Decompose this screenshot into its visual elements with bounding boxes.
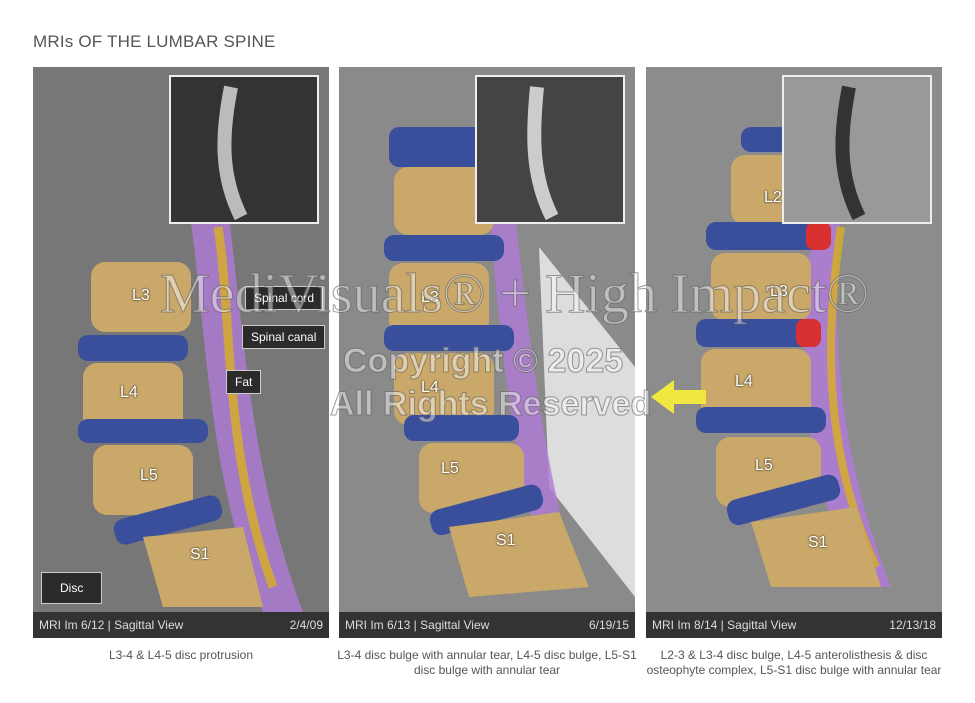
page-title: MRIs OF THE LUMBAR SPINE bbox=[33, 32, 276, 51]
vertebra-label: L2 bbox=[764, 189, 782, 206]
vertebra-label: S1 bbox=[496, 532, 516, 549]
panel-description-2: L3-4 disc bulge with annular tear, L4-5 … bbox=[337, 648, 637, 677]
caption-bar-3: MRI Im 8/14 | Sagittal View 12/13/18 bbox=[646, 612, 942, 638]
vertebra-label: L3 bbox=[421, 289, 439, 306]
caption-bar-2: MRI Im 6/13 | Sagittal View 6/19/15 bbox=[339, 612, 635, 638]
vertebra-label: L5 bbox=[441, 460, 459, 477]
mri-panel-2: L3 L4 L5 S1 MRI Im 6/13 | Sagittal View … bbox=[339, 67, 635, 638]
callout-spinal-canal: Spinal canal bbox=[242, 325, 326, 349]
image-caption: MRI Im 6/13 | Sagittal View bbox=[345, 618, 490, 632]
vertebra-label: L4 bbox=[120, 384, 138, 401]
mri-thumbnail-1 bbox=[169, 75, 319, 224]
vertebra-label: L3 bbox=[770, 283, 788, 300]
panel-description-3: L2-3 & L3-4 disc bulge, L4-5 anterolisth… bbox=[646, 648, 942, 677]
caption-bar-1: MRI Im 6/12 | Sagittal View 2/4/09 bbox=[33, 612, 329, 638]
callout-fat: Fat bbox=[226, 370, 262, 394]
vertebra-label: L5 bbox=[755, 457, 773, 474]
arrow-icon bbox=[651, 380, 706, 414]
vertebra-label: L5 bbox=[140, 467, 158, 484]
image-date: 6/19/15 bbox=[588, 618, 629, 632]
mri-thumbnail-2 bbox=[475, 75, 625, 224]
vertebra-label: S1 bbox=[808, 534, 828, 551]
image-date: 2/4/09 bbox=[289, 618, 323, 632]
image-caption: MRI Im 6/12 | Sagittal View bbox=[39, 618, 184, 632]
vertebra-label: L4 bbox=[421, 379, 439, 396]
image-date: 12/13/18 bbox=[889, 618, 936, 632]
mri-panel-1: L3 L4 L5 S1 Spinal cord Spinal canal Fat… bbox=[33, 67, 329, 638]
mri-thumbnail-3 bbox=[782, 75, 932, 224]
callout-spinal-cord: Spinal cord bbox=[245, 286, 324, 310]
mri-panel-3: L2 L3 L4 L5 S1 MRI Im 8/14 | Sagittal Vi… bbox=[646, 67, 942, 638]
vertebra-label: L3 bbox=[132, 287, 150, 304]
panel-description-1: L3-4 & L4-5 disc protrusion bbox=[108, 648, 254, 662]
image-caption: MRI Im 8/14 | Sagittal View bbox=[652, 618, 797, 632]
vertebra-label: S1 bbox=[190, 546, 210, 563]
callout-disc: Disc bbox=[41, 572, 103, 604]
vertebra-label: L4 bbox=[735, 373, 753, 390]
spine-illustration-3 bbox=[646, 67, 942, 638]
